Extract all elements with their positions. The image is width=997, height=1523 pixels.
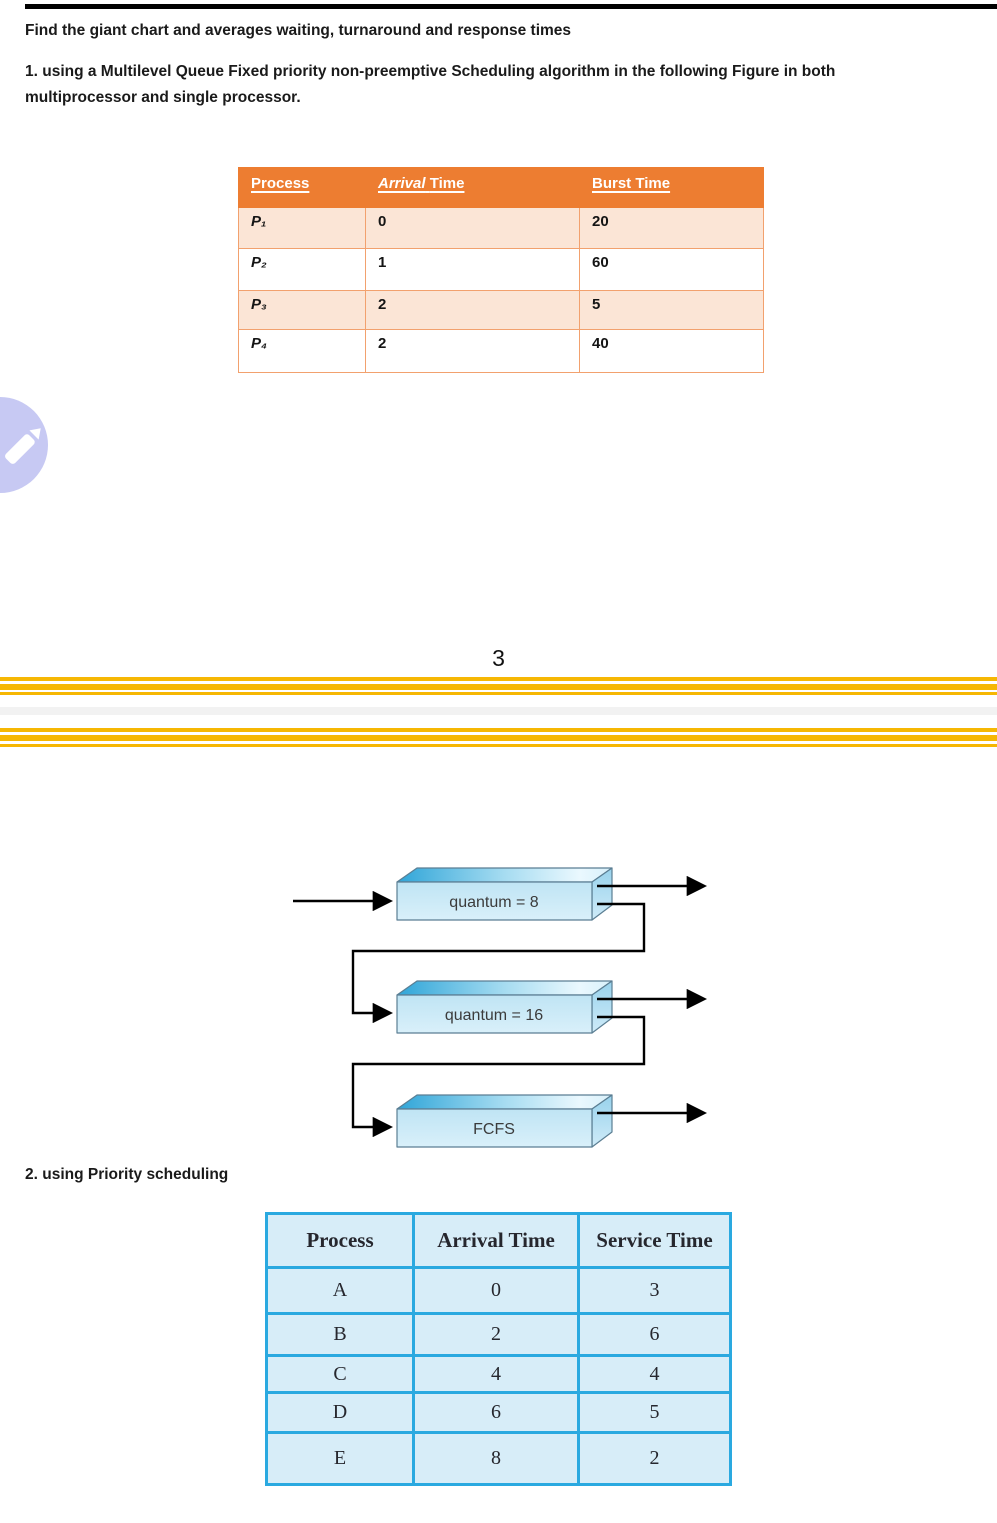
table-row: E 8 2 — [265, 1431, 732, 1486]
page-break-stripe — [0, 735, 997, 741]
cell-process: P₁ — [238, 207, 366, 249]
queue-box-quantum-8 — [396, 867, 613, 921]
col-header-arrival-time: Arrival Time — [378, 175, 465, 192]
cell-burst: 20 — [579, 207, 764, 249]
cell-burst: 40 — [579, 329, 764, 373]
cell-service: 5 — [577, 1391, 732, 1434]
cell-arrival: 2 — [365, 290, 580, 330]
cell-arrival: 1 — [365, 248, 580, 291]
pencil-icon — [5, 428, 41, 464]
page-break-stripe — [0, 728, 997, 732]
page-break-stripe — [0, 692, 997, 695]
cell-service: 2 — [577, 1431, 732, 1486]
table-row: D 6 5 — [265, 1391, 732, 1434]
page-break-stripe — [0, 744, 997, 747]
table-header-row: Process Arrival Time Service Time — [265, 1212, 732, 1269]
cell-service: 4 — [577, 1354, 732, 1394]
mlq-diagram: quantum = 8 quantum = 16 FCFS — [293, 867, 708, 1148]
page-break-stripe — [0, 677, 997, 681]
cell-arrival: 8 — [412, 1431, 580, 1486]
question-2-text: 2. using Priority scheduling — [25, 1166, 229, 1183]
col-header-service-time: Service Time — [577, 1212, 732, 1269]
cell-process: A — [265, 1266, 415, 1315]
question-1-text: 1. using a Multilevel Queue Fixed priori… — [25, 63, 836, 106]
cell-arrival: 2 — [365, 329, 580, 373]
cell-arrival: 4 — [412, 1354, 580, 1394]
page-number: 3 — [492, 645, 505, 671]
table-header-row: Process Arrival Time Burst Time — [238, 167, 764, 208]
queue-box-fcfs — [396, 1094, 613, 1148]
cell-service: 6 — [577, 1312, 732, 1357]
cell-service: 3 — [577, 1266, 732, 1315]
cell-burst: 60 — [579, 248, 764, 291]
page-title: Find the giant chart and averages waitin… — [25, 22, 572, 39]
cell-arrival: 2 — [412, 1312, 580, 1357]
cell-arrival: 6 — [412, 1391, 580, 1434]
cell-process: D — [265, 1391, 415, 1434]
queue2-label: quantum = 16 — [445, 1007, 543, 1024]
cell-arrival: 0 — [412, 1266, 580, 1315]
table-row: A 0 3 — [265, 1266, 732, 1315]
page-break-stripe — [0, 684, 997, 690]
table-row: P₂ 1 60 — [238, 248, 764, 291]
table-row: P₄ 2 40 — [238, 329, 764, 373]
col-header-process: Process — [265, 1212, 415, 1269]
queue-box-quantum-16 — [396, 980, 613, 1034]
table-row: P₃ 2 5 — [238, 290, 764, 330]
cell-process: C — [265, 1354, 415, 1394]
cell-process: P₃ — [238, 290, 366, 330]
col-header-arrival-time: Arrival Time — [412, 1212, 580, 1269]
page-gap-band — [0, 707, 997, 715]
process-burst-table: Process Arrival Time Burst Time P₁ 0 20 … — [238, 167, 764, 373]
cell-process: B — [265, 1312, 415, 1357]
cell-process: E — [265, 1431, 415, 1486]
priority-table: Process Arrival Time Service Time A 0 3 … — [265, 1212, 732, 1486]
table-row: B 2 6 — [265, 1312, 732, 1357]
table-row: P₁ 0 20 — [238, 207, 764, 249]
queue1-label: quantum = 8 — [449, 894, 539, 911]
cell-process: P₂ — [238, 248, 366, 291]
queue1-demote-path — [351, 902, 646, 1024]
cell-burst: 5 — [579, 290, 764, 330]
col-header-burst-time: Burst Time — [592, 175, 671, 192]
cell-arrival: 0 — [365, 207, 580, 249]
top-border-rule — [25, 4, 997, 9]
queue2-demote-path — [351, 1015, 646, 1138]
col-header-process: Process — [251, 175, 310, 192]
queue3-label: FCFS — [473, 1121, 515, 1138]
table-row: C 4 4 — [265, 1354, 732, 1394]
cell-process: P₄ — [238, 329, 366, 373]
